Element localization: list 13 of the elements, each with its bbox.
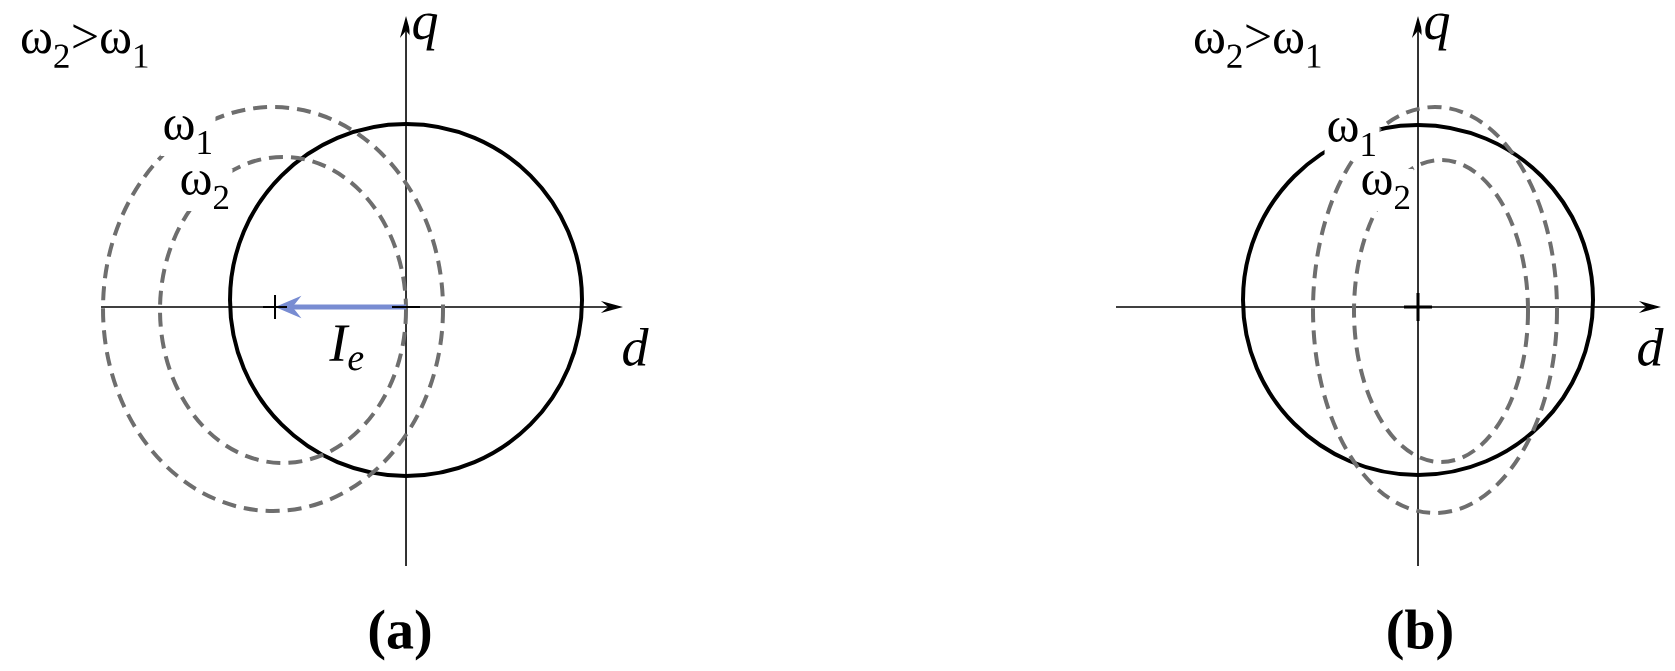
curve-label: ω$_{1}$ <box>1324 116 1380 158</box>
condition-label: ω$_{2}$>ω$_{1}$ <box>18 22 152 70</box>
panel-label: (a) <box>365 607 435 663</box>
axis-label: q <box>1421 11 1453 53</box>
curve-label: ω$_{2}$ <box>1358 169 1414 211</box>
vector-label: I$_{e}$ <box>327 323 367 373</box>
curve-label: ω$_{2}$ <box>177 169 233 211</box>
axis-label: d <box>619 326 651 368</box>
condition-label: ω$_{2}$>ω$_{1}$ <box>1191 22 1325 70</box>
axis-label: q <box>409 11 441 53</box>
axis-label: d <box>1634 326 1666 368</box>
curve-label: ω$_{1}$ <box>160 114 216 156</box>
panel-label: (b) <box>1383 607 1457 663</box>
